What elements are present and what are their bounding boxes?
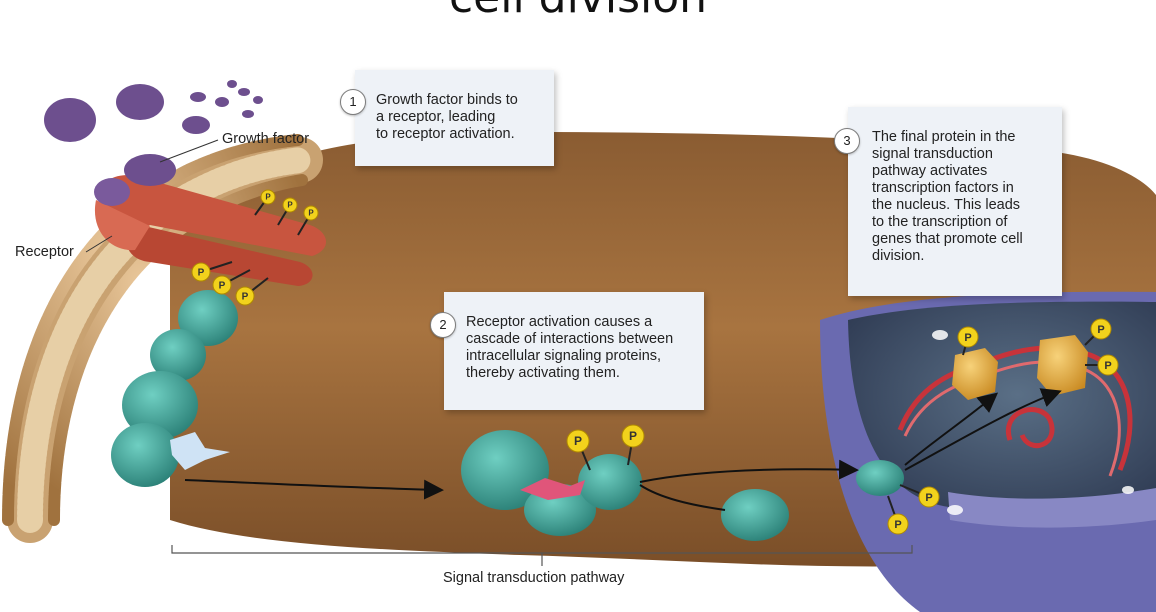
phosphate-label: P — [894, 519, 901, 531]
phosphate-label: P — [242, 291, 249, 302]
receptor-leader — [85, 235, 113, 253]
phosphate-groups: P P P P P P P P P P P P P — [191, 189, 1119, 535]
growth-factor-label: Growth factor — [222, 131, 310, 147]
phosphate-circle — [1090, 318, 1112, 340]
growth-factor-molecules — [44, 80, 263, 142]
phosphate-circle — [282, 197, 298, 213]
phosphate-circle — [235, 286, 255, 306]
phosphate-label: P — [219, 280, 226, 291]
step-3-badge: 3 — [834, 128, 860, 154]
transcription-factors — [952, 335, 1088, 400]
phosphate-label: P — [265, 193, 271, 202]
phosphate-circle — [212, 275, 232, 295]
phosphate-circle — [957, 326, 979, 348]
phosphate-circle — [1097, 354, 1119, 376]
step-2-text: Receptor activation causes a cascade of … — [466, 314, 674, 381]
final-relay-protein — [856, 460, 904, 496]
page-title: cell division — [0, 0, 1156, 28]
phosphate-label: P — [1104, 360, 1111, 372]
growth-factor-leader — [159, 139, 219, 163]
receptor-label: Receptor — [15, 244, 74, 260]
phosphate-label: P — [1097, 324, 1104, 336]
phosphate-circle — [918, 486, 940, 508]
phosphate-label: P — [964, 332, 971, 344]
step-3-text: The final protein in the signal transduc… — [872, 129, 1023, 264]
step-1-callout: Growth factor binds to a receptor, leadi… — [355, 70, 554, 166]
step-1-text: Growth factor binds to a receptor, leadi… — [376, 92, 518, 142]
phosphate-circle — [887, 513, 909, 535]
relay-protein-complex — [461, 430, 789, 541]
phosphate-circle — [566, 429, 590, 453]
phosphate-label: P — [287, 201, 293, 210]
receptor-protein — [94, 154, 327, 286]
step-2-callout: Receptor activation causes a cascade of … — [444, 292, 704, 410]
step-2-badge: 2 — [430, 312, 456, 338]
phosphate-label: P — [308, 209, 314, 218]
phosphate-circle — [191, 262, 211, 282]
phosphate-circle — [303, 205, 319, 221]
phosphate-label: P — [198, 267, 205, 278]
step-1-badge: 1 — [340, 89, 366, 115]
bound-ligand — [170, 432, 230, 470]
pathway-label: Signal transduction pathway — [443, 570, 625, 586]
phosphate-label: P — [574, 434, 582, 448]
phosphate-label: P — [925, 492, 932, 504]
phosphate-circle — [621, 424, 645, 448]
phosphate-circle — [260, 189, 276, 205]
pathway-arrows — [184, 388, 1062, 511]
phosphate-label: P — [629, 429, 637, 443]
pathway-bracket — [171, 545, 913, 566]
signaling-protein-chain — [111, 290, 238, 487]
step-3-callout: The final protein in the signal transduc… — [848, 107, 1062, 296]
